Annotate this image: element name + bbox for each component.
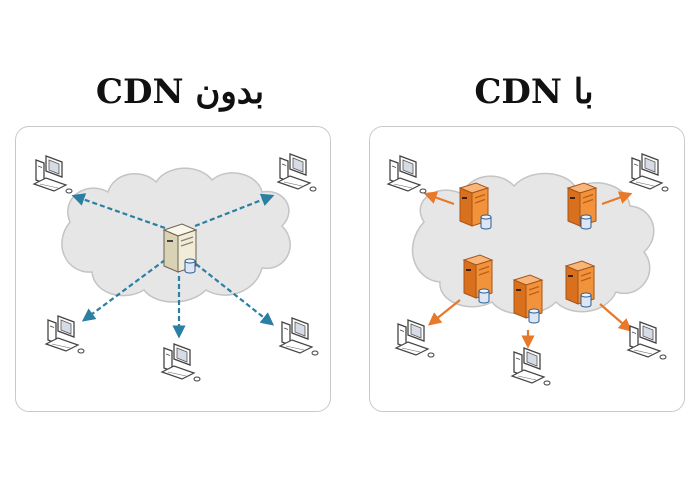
- arrow-origin-to-client-bottom-right: [195, 263, 275, 326]
- computer-icon: [277, 153, 317, 192]
- computer-icon: [395, 319, 435, 358]
- database-icon: [580, 214, 592, 230]
- database-icon: [580, 292, 592, 308]
- arrow-edge-to-client-top-left: [423, 191, 455, 206]
- arrow-edge-to-client-bottom-left: [427, 299, 461, 326]
- arrow-origin-to-client-bottom-left: [81, 259, 166, 322]
- arrow-edge-to-client-bottom-right: [599, 303, 632, 332]
- database-icon: [478, 288, 490, 304]
- title-without-cdn: بدون CDN: [95, 72, 265, 112]
- computer-icon: [33, 155, 73, 194]
- arrows-left: [71, 193, 275, 339]
- computer-icon: [279, 317, 319, 356]
- computer-icon: [161, 343, 201, 382]
- computer-icon: [387, 155, 427, 194]
- arrow-origin-to-client-top-right: [194, 193, 275, 228]
- database-icon: [528, 308, 540, 324]
- computer-icon: [629, 153, 669, 192]
- computer-icon: [627, 321, 667, 360]
- database-icon: [184, 258, 196, 274]
- database-icon: [480, 214, 492, 230]
- computer-icon: [511, 347, 551, 386]
- arrow-edge-to-client-top-right: [601, 191, 633, 206]
- computer-icon: [45, 315, 85, 354]
- arrows-right: [423, 191, 633, 349]
- title-with-cdn: با CDN: [474, 72, 594, 112]
- arrow-origin-to-client-top-left: [71, 193, 166, 230]
